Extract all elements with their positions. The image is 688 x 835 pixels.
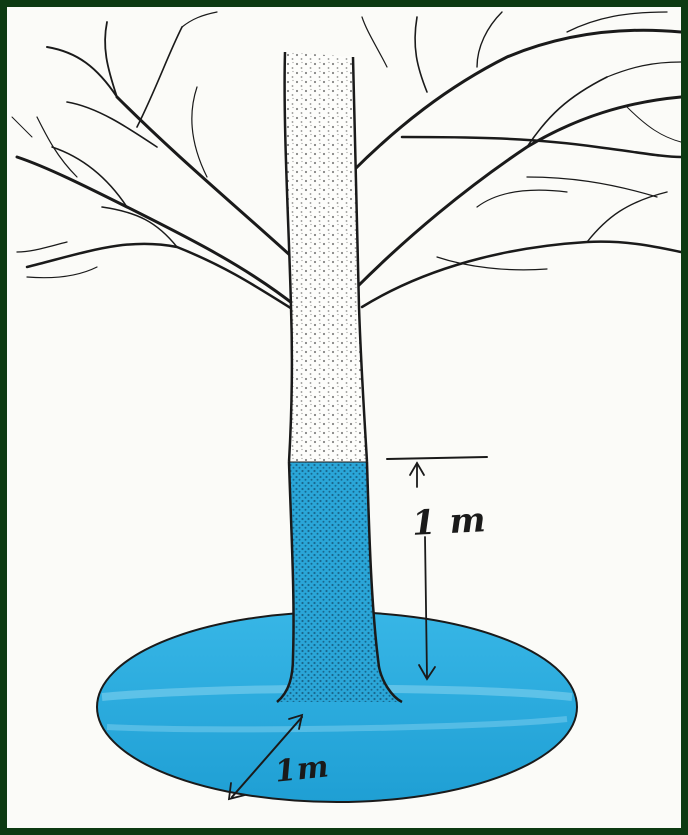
trunk [285, 52, 367, 462]
mulch-radius-label: 1m [273, 749, 331, 790]
trunk-band-height-label: 1 m [411, 500, 487, 544]
tree-drawing [7, 7, 681, 828]
